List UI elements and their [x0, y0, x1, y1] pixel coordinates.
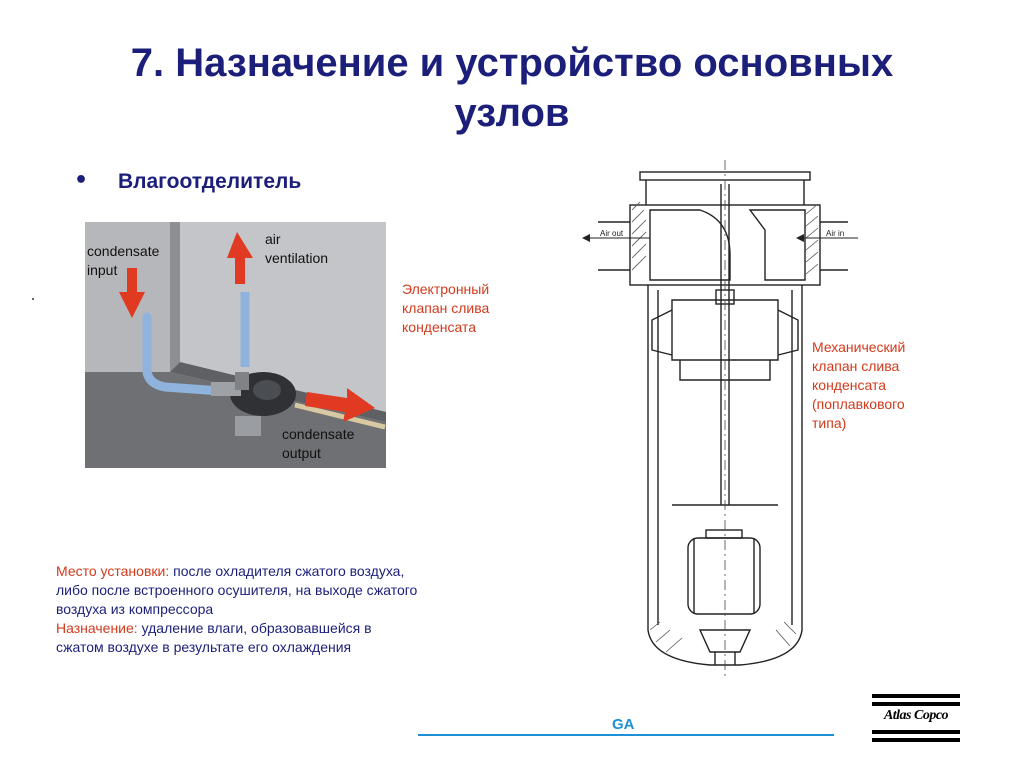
slide-title-line2: узлов [454, 91, 570, 135]
vent-arrow [227, 232, 253, 284]
output-arrow [305, 388, 375, 422]
footer-line [418, 734, 834, 736]
stray-dot [32, 298, 34, 300]
install-text-2: либо после встроенного осушителя, на вых… [56, 582, 418, 598]
label-air-ventilation-2: ventilation [265, 250, 329, 266]
purpose-text-2: сжатом воздухе в результате его охлажден… [56, 639, 352, 655]
bullet-marker: • [74, 168, 89, 193]
label-air-ventilation-1: air [265, 231, 281, 247]
drain-valve-illustration [85, 222, 386, 468]
note-mechanical-line1: Механический [812, 339, 906, 355]
label-condensate-output-2: output [282, 445, 321, 461]
air-in-label: Air in [826, 229, 844, 238]
slide-title: 7. Назначение и устройство основных узло… [40, 38, 984, 138]
atlas-copco-logo: Atlas Copco [870, 692, 962, 746]
install-text-1: после охладителя сжатого воздуха, [173, 563, 405, 579]
note-electronic-line2: клапан слива [402, 300, 490, 316]
note-electronic-valve: Электронный клапан слива конденсата [402, 280, 489, 337]
note-mechanical-line4: (поплавкового [812, 396, 905, 412]
install-text-3: воздуха из компрессора [56, 601, 214, 617]
note-mechanical-valve: Механический клапан слива конденсата (по… [812, 338, 905, 433]
info-block: Место установки: после охладителя сжатог… [56, 562, 556, 657]
bullet-text: Влагоотделитель [118, 170, 302, 193]
note-mechanical-line5: типа) [812, 415, 847, 431]
air-out-label: Air out [600, 229, 624, 238]
note-mechanical-line2: клапан слива [812, 358, 900, 374]
note-electronic-line1: Электронный [402, 281, 490, 297]
input-arrow [119, 268, 145, 318]
note-mechanical-line3: конденсата [812, 377, 887, 393]
label-condensate-output-1: condensate [282, 426, 355, 442]
footer-ga: GA [612, 716, 635, 733]
purpose-text-1: удаление влаги, образовавшейся в [141, 620, 372, 636]
separator-cross-section-drawing: Air out Air in [582, 160, 858, 680]
logo-text: Atlas Copco [883, 708, 949, 723]
label-condensate-input-1: condensate [87, 243, 160, 259]
note-electronic-line3: конденсата [402, 319, 477, 335]
drain-valve-photo: condensate input air ventilation condens… [85, 222, 386, 468]
slide-title-line1: 7. Назначение и устройство основных [130, 41, 894, 85]
purpose-label: Назначение: [56, 620, 138, 636]
label-condensate-input-2: input [87, 262, 118, 278]
install-label: Место установки: [56, 563, 170, 579]
